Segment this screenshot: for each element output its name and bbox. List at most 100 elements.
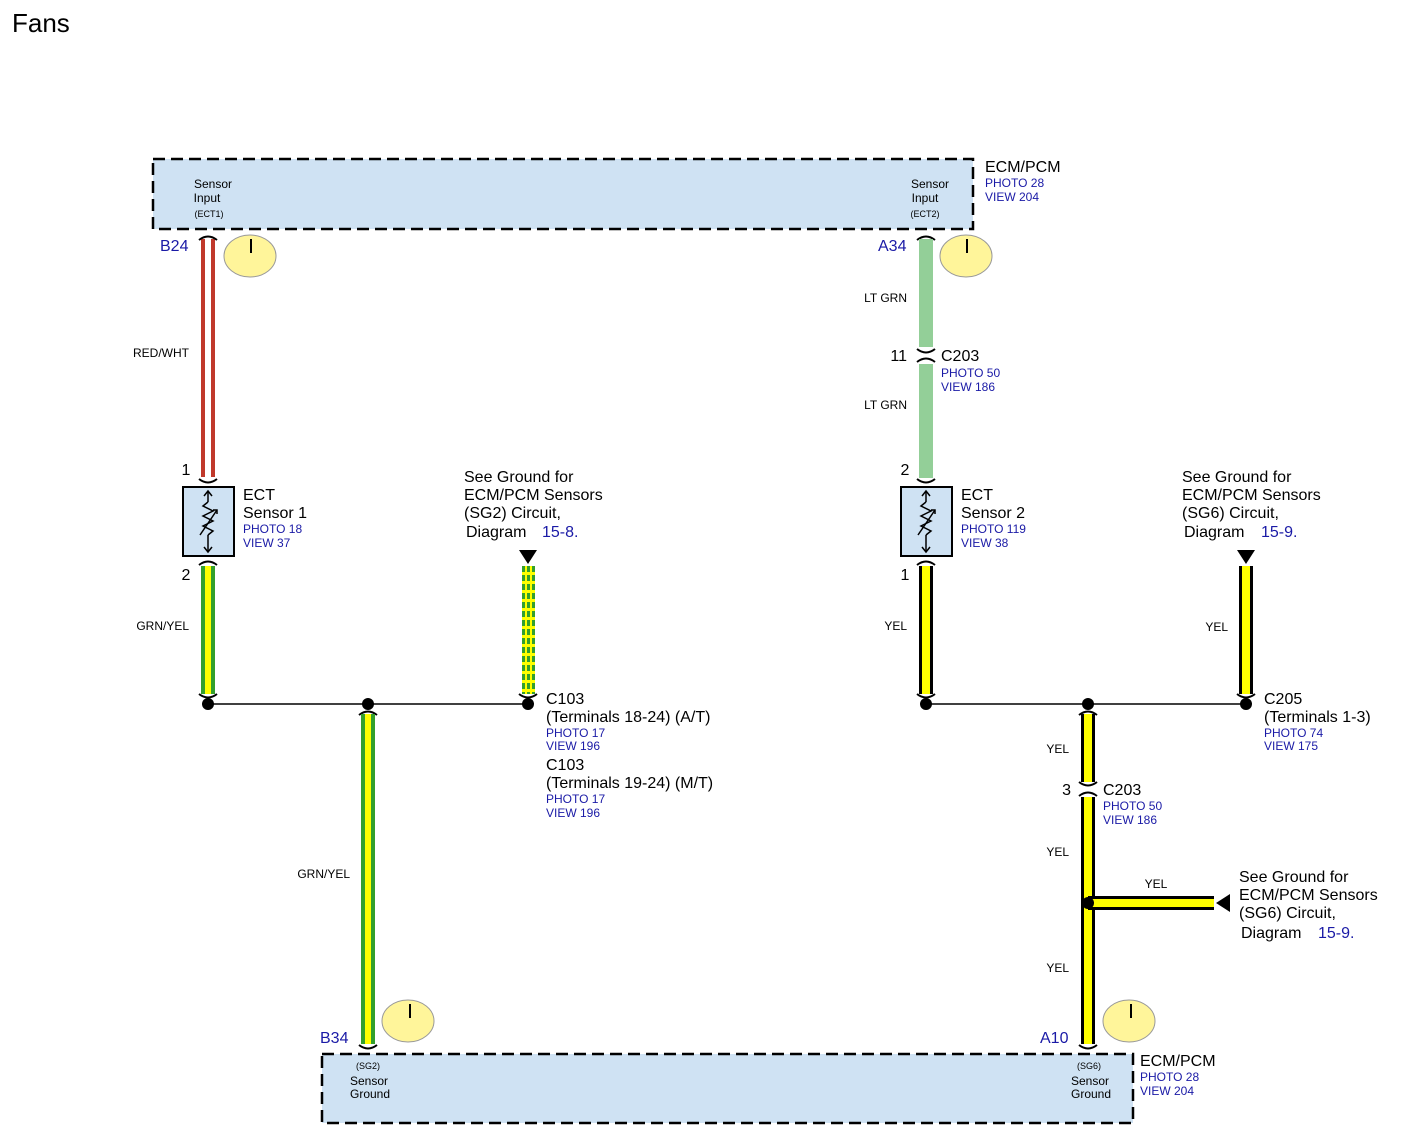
wire-lt-grn-1[interactable]: [919, 239, 933, 347]
c203-top-photo-link[interactable]: PHOTO 50: [941, 366, 1000, 380]
c103-mt-name: C103: [546, 757, 584, 774]
wire-grn-yel-2[interactable]: [361, 714, 375, 1044]
sg6-right-ref-line3: (SG6) Circuit,: [1239, 905, 1336, 922]
pin-b34: B34: [320, 1030, 349, 1047]
wire-yel-2[interactable]: [1239, 566, 1253, 694]
c103-at-view-link[interactable]: VIEW 196: [546, 739, 600, 753]
bottom-right-terminal-line3: Ground: [1071, 1087, 1111, 1101]
top-module-view-link[interactable]: VIEW 204: [985, 190, 1039, 204]
wire-yel-5[interactable]: [1088, 896, 1214, 910]
c103-at-photo-link[interactable]: PHOTO 17: [546, 726, 605, 740]
ect1-name-line2: Sensor 1: [243, 505, 307, 522]
sg2-ref-line1: See Ground for: [464, 469, 574, 486]
wire-label-grn-yel-2: GRN/YEL: [297, 867, 350, 881]
splice-dot: [202, 698, 214, 710]
c203-top-view-link[interactable]: VIEW 186: [941, 380, 995, 394]
c103-mt-terminals: (Terminals 19-24) (M/T): [546, 775, 713, 792]
arrow-left-icon: [1216, 894, 1230, 912]
wire-yel-4[interactable]: [1081, 797, 1095, 1044]
splice-dot: [1082, 698, 1094, 710]
sg6-top-ref-line4: Diagram: [1184, 524, 1244, 541]
pin-a34: A34: [878, 238, 907, 255]
sg6-top-ref-line1: See Ground for: [1182, 469, 1292, 486]
top-ecm-pcm-box[interactable]: [151, 157, 975, 231]
top-right-terminal-line1: Sensor: [911, 177, 949, 191]
bottom-module-photo-link[interactable]: PHOTO 28: [1140, 1070, 1199, 1084]
thermistor-icon: [199, 489, 218, 554]
sg6-right-ref-line1: See Ground for: [1239, 869, 1349, 886]
wire-label-lt-grn-1: LT GRN: [864, 291, 907, 305]
wire-red-wht[interactable]: [198, 235, 218, 478]
bottom-left-terminal-line3: Ground: [350, 1087, 390, 1101]
sg6-right-diagram-link[interactable]: 15-9.: [1318, 925, 1354, 942]
ground-badge-icon: [223, 234, 277, 278]
bottom-ecm-pcm-box[interactable]: [320, 1052, 1135, 1125]
c203-top-pin: 11: [890, 348, 907, 365]
thermistor-icon: [917, 489, 936, 554]
c203-bottom-pin: 3: [1062, 782, 1071, 799]
ect1-view-link[interactable]: VIEW 37: [243, 536, 291, 550]
pin-b24: B24: [160, 238, 189, 255]
ect2-photo-link[interactable]: PHOTO 119: [961, 522, 1026, 536]
sg2-ref-line4: Diagram: [466, 524, 526, 541]
ground-badge-icon: [381, 999, 435, 1043]
ect1-pin-top: 1: [182, 462, 191, 479]
bottom-module-name: ECM/PCM: [1140, 1053, 1216, 1070]
sg6-right-ref-line4: Diagram: [1241, 925, 1301, 942]
wire-yel-1[interactable]: [919, 566, 933, 694]
wire-lt-grn-2[interactable]: [919, 364, 933, 478]
bottom-left-terminal-line1: (SG2): [356, 1061, 380, 1071]
wire-label-yel-6: YEL: [1046, 961, 1069, 975]
top-left-terminal-line2: Input: [194, 191, 221, 205]
sg6-top-diagram-link[interactable]: 15-9.: [1261, 524, 1297, 541]
wire-label-lt-grn-2: LT GRN: [864, 398, 907, 412]
c203-bottom-view-link[interactable]: VIEW 186: [1103, 813, 1157, 827]
c203-top-name: C203: [941, 348, 979, 365]
c205-photo-link[interactable]: PHOTO 74: [1264, 726, 1323, 740]
wire-label-yel-5: YEL: [1145, 877, 1168, 891]
top-right-terminal-line3: (ECT2): [911, 209, 940, 219]
ect1-photo-link[interactable]: PHOTO 18: [243, 522, 302, 536]
ground-badge-icon: [939, 234, 993, 278]
c103-mt-view-link[interactable]: VIEW 196: [546, 806, 600, 820]
splice-dot: [920, 698, 932, 710]
c205-terminals: (Terminals 1-3): [1264, 709, 1371, 726]
page-title: Fans: [12, 8, 70, 38]
ect2-name-line2: Sensor 2: [961, 505, 1025, 522]
splice-dot: [362, 698, 374, 710]
sg6-right-ref-line2: ECM/PCM Sensors: [1239, 887, 1378, 904]
wire-label-red-wht: RED/WHT: [133, 346, 190, 360]
top-module-photo-link[interactable]: PHOTO 28: [985, 176, 1044, 190]
c205-name: C205: [1264, 691, 1302, 708]
wire-grn-yel-dashed[interactable]: [522, 566, 535, 694]
bottom-right-terminal-line1: (SG6): [1077, 1061, 1101, 1071]
c203-bottom-photo-link[interactable]: PHOTO 50: [1103, 799, 1162, 813]
wire-yel-3[interactable]: [1081, 714, 1095, 782]
c103-mt-photo-link[interactable]: PHOTO 17: [546, 792, 605, 806]
splice-dot: [522, 698, 534, 710]
sg2-diagram-link[interactable]: 15-8.: [542, 524, 578, 541]
ground-badge-icon: [1102, 999, 1156, 1043]
wire-grn-yel-1[interactable]: [201, 566, 215, 694]
splice-dot: [1082, 897, 1094, 909]
wire-label-yel-4: YEL: [1046, 845, 1069, 859]
wire-label-yel-2: YEL: [1205, 620, 1228, 634]
ect2-view-link[interactable]: VIEW 38: [961, 536, 1009, 550]
bottom-module-view-link[interactable]: VIEW 204: [1140, 1084, 1194, 1098]
ect2-name-line1: ECT: [961, 487, 993, 504]
splice-dot: [1240, 698, 1252, 710]
wire-label-yel-3: YEL: [1046, 742, 1069, 756]
wire-label-grn-yel-1: GRN/YEL: [136, 619, 189, 633]
c205-view-link[interactable]: VIEW 175: [1264, 739, 1318, 753]
top-module-name: ECM/PCM: [985, 159, 1061, 176]
sg6-top-ref-line3: (SG6) Circuit,: [1182, 505, 1279, 522]
bottom-right-terminal-line2: Sensor: [1071, 1074, 1109, 1088]
top-right-terminal-line2: Input: [912, 191, 939, 205]
top-left-terminal-line1: Sensor: [194, 177, 232, 191]
ect2-pin-top: 2: [901, 462, 910, 479]
c103-at-name: C103: [546, 691, 584, 708]
c103-at-terminals: (Terminals 18-24) (A/T): [546, 709, 710, 726]
ect1-pin-bottom: 2: [182, 567, 191, 584]
ect2-pin-bottom: 1: [901, 567, 910, 584]
